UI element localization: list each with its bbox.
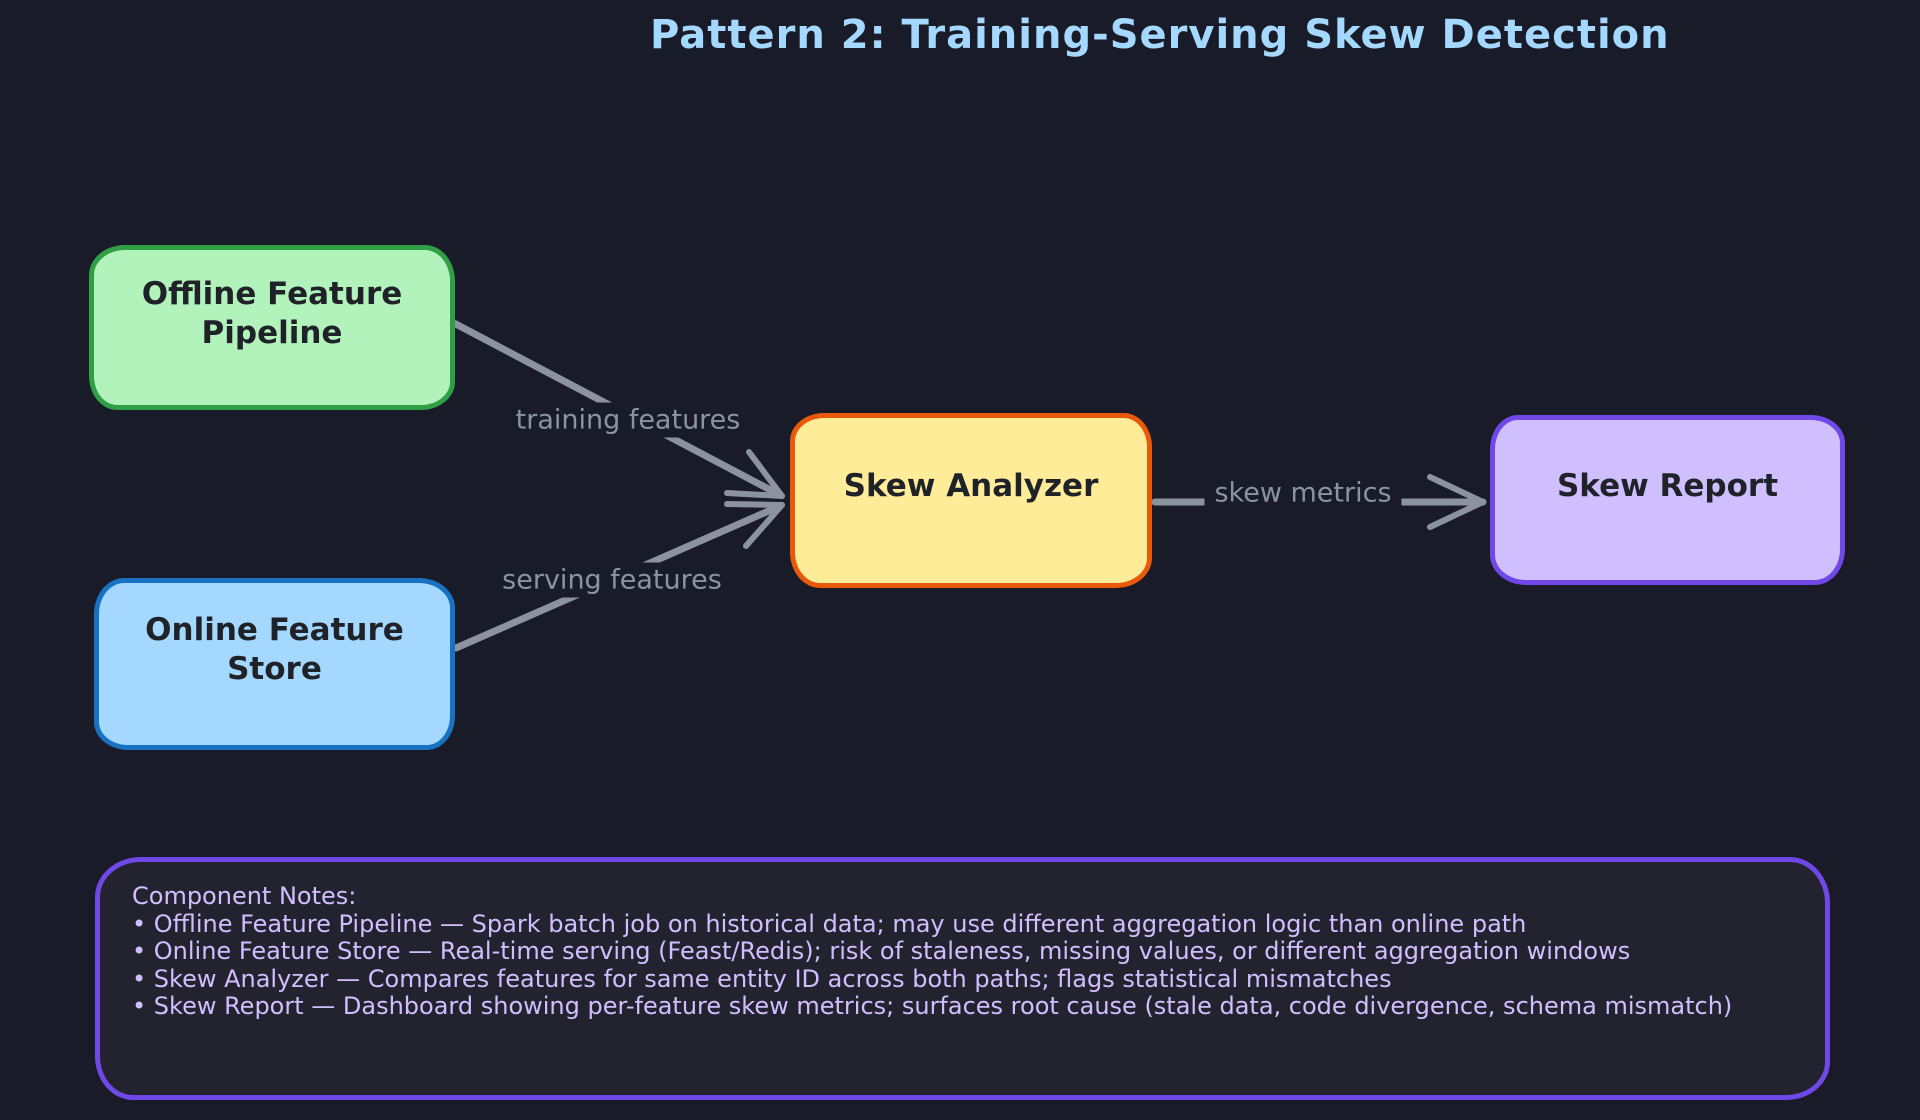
component-notes-panel: Component Notes: • Offline Feature Pipel… (95, 857, 1830, 1100)
edge-label-serving-features: serving features (492, 562, 732, 598)
notes-item: • Skew Report — Dashboard showing per-fe… (132, 992, 1733, 1020)
diagram-title: Pattern 2: Training-Serving Skew Detecti… (650, 12, 1670, 58)
edge-label-training-features: training features (505, 402, 751, 438)
node-offline-feature-pipeline: Offline Feature Pipeline (89, 245, 455, 410)
notes-item: • Offline Feature Pipeline — Spark batch… (132, 909, 1527, 938)
node-label: Online Feature Store (145, 612, 404, 687)
node-skew-analyzer: Skew Analyzer (790, 413, 1152, 588)
notes-item: • Skew Analyzer — Compares features for … (132, 964, 1392, 993)
notes-heading: Component Notes: (132, 882, 357, 910)
notes-item: • Online Feature Store — Real-time servi… (132, 937, 1631, 965)
node-label: Offline Feature Pipeline (141, 275, 403, 351)
node-label: Skew Analyzer (843, 468, 1099, 505)
node-online-feature-store: Online Feature Store (94, 578, 455, 750)
node-skew-report: Skew Report (1490, 415, 1845, 585)
edge-label-skew-metrics: skew metrics (1204, 475, 1402, 511)
node-label: Skew Report (1556, 467, 1779, 504)
